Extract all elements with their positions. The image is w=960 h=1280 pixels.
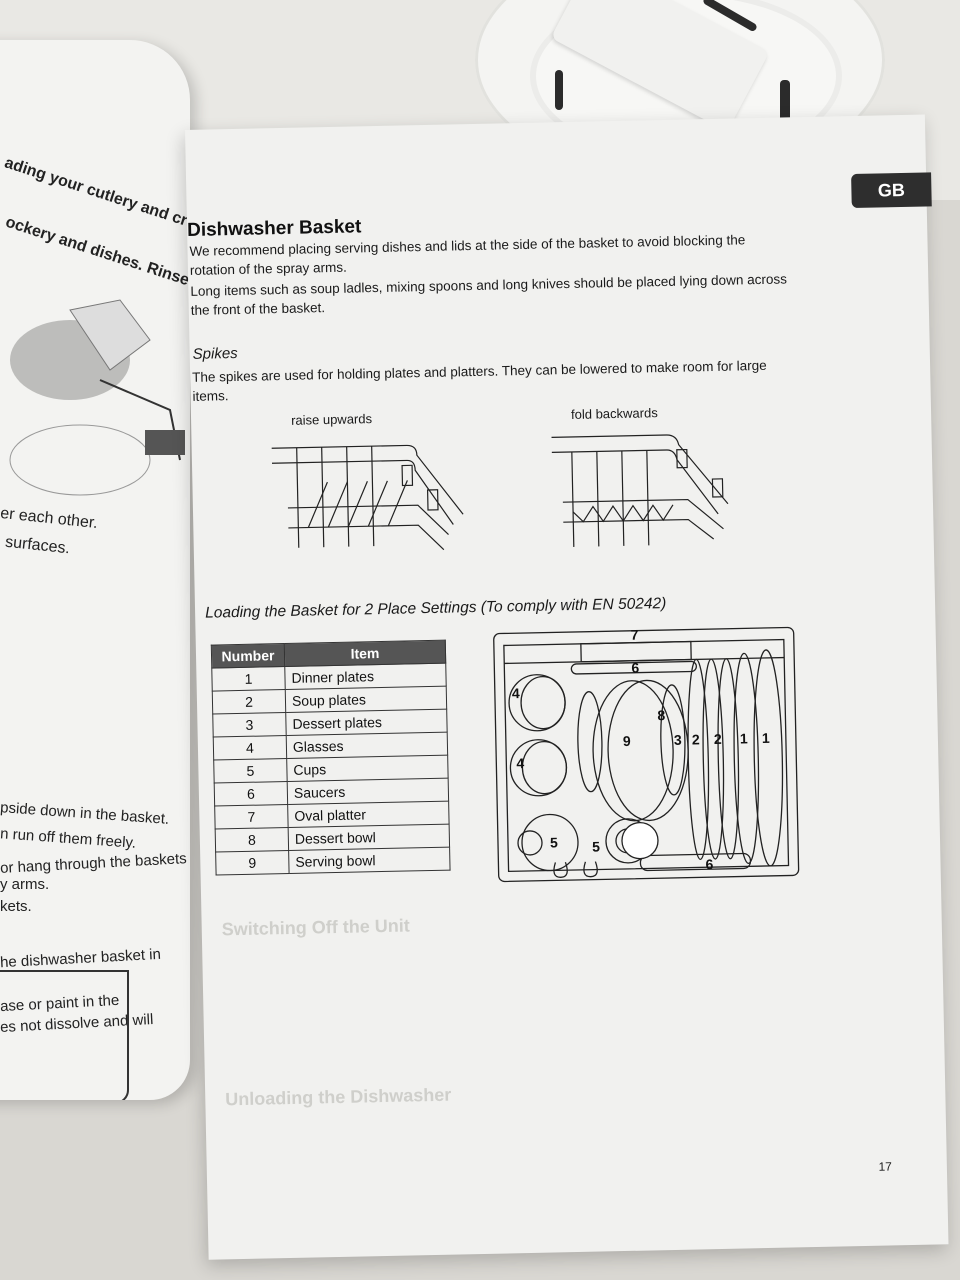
left-line: pside down in the basket.	[0, 799, 170, 828]
row-item: Dinner plates	[284, 663, 447, 690]
diagram-label-7: 7	[631, 627, 639, 643]
raise-upwards-label: raise upwards	[290, 411, 373, 428]
left-line: kets.	[0, 898, 32, 915]
row-item: Cups	[286, 755, 449, 782]
right-page: Switching Off the Unit Unloading the Dis…	[185, 114, 949, 1260]
diagram-label-4b: 4	[516, 755, 524, 771]
diagram-label-9: 9	[623, 733, 631, 749]
spikes-paragraph: The spikes are used for holding plates a…	[192, 357, 767, 404]
row-number: 6	[214, 781, 288, 807]
language-tab: GB	[851, 172, 932, 209]
diagram-label-5b: 5	[592, 838, 600, 854]
row-number: 3	[212, 712, 287, 738]
diagram-label-1a: 1	[740, 730, 748, 746]
filter-slot	[555, 70, 563, 110]
fold-backwards-figure	[551, 434, 729, 547]
left-page-illustration	[9, 299, 185, 496]
left-line: surfaces.	[4, 533, 71, 558]
left-line: er each other.	[0, 504, 99, 533]
diagram-label-1b: 1	[762, 730, 770, 746]
raise-upwards-figure	[271, 444, 464, 551]
row-item: Serving bowl	[288, 847, 451, 874]
note-box	[0, 970, 129, 1100]
row-item: Glasses	[286, 732, 448, 759]
row-number: 5	[213, 758, 288, 784]
row-item: Dessert bowl	[288, 824, 450, 851]
row-item: Oval platter	[287, 801, 450, 828]
row-number: 8	[215, 827, 289, 853]
bleed-through-text: Switching Off the Unit	[221, 915, 410, 940]
row-item: Soup plates	[285, 686, 447, 713]
row-number: 1	[211, 666, 286, 692]
row-number: 9	[215, 850, 290, 876]
left-line: n run off them freely.	[0, 825, 137, 852]
left-page: ading your cutlery and cro ockery and di…	[0, 40, 190, 1100]
diagram-label-5a: 5	[550, 834, 558, 850]
diagram-label-4a: 4	[512, 685, 520, 701]
diagram-label-2a: 2	[692, 731, 700, 747]
loading-section-title: Loading the Basket for 2 Place Settings …	[204, 595, 667, 622]
left-line: or hang through the baskets	[0, 850, 188, 877]
number-column-header: Number	[211, 643, 285, 669]
row-item: Saucers	[287, 778, 449, 805]
row-number: 4	[213, 735, 287, 761]
filter-slot	[780, 80, 790, 130]
row-number: 2	[212, 689, 286, 715]
row-item: Dessert plates	[285, 709, 448, 736]
bleed-through-text: Unloading the Dishwasher	[225, 1084, 452, 1110]
diagram-label-6-bottom: 6	[705, 856, 713, 872]
row-number: 7	[214, 804, 289, 830]
left-line: y arms.	[0, 876, 50, 893]
page-number: 17	[878, 1159, 893, 1174]
diagram-label-2b: 2	[714, 731, 722, 747]
basket-loading-diagram: 7 6 4 4 8 9 3 2 2 1 1 5 5 6	[493, 627, 800, 883]
diagram-label-3: 3	[674, 732, 682, 748]
diagram-label-8: 8	[657, 707, 665, 723]
spikes-heading: Spikes	[192, 344, 238, 363]
item-column-header: Item	[284, 640, 446, 667]
diagram-label-6-top: 6	[631, 660, 639, 676]
left-line: he dishwasher basket in	[0, 945, 162, 972]
